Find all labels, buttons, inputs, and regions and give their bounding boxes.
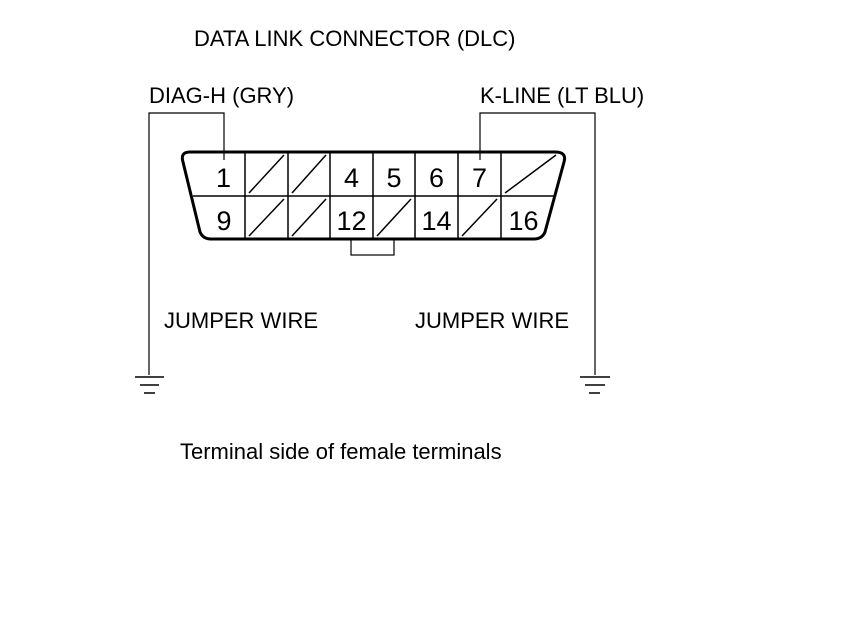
diagram-caption: Terminal side of female terminals [180, 439, 502, 464]
terminal-number-9: 9 [216, 206, 231, 236]
ground-symbol-icon [580, 376, 610, 394]
terminal-number-12: 12 [336, 206, 366, 236]
top-row-dividers [244, 152, 502, 196]
unused-terminal-slash [291, 198, 327, 237]
terminal-number-5: 5 [386, 163, 401, 193]
terminal-number-14: 14 [421, 206, 451, 236]
ground-symbol-icon [135, 376, 164, 394]
connector-key-tab [350, 238, 395, 256]
unused-terminal-slash [248, 154, 285, 194]
bottom-row-dividers [244, 196, 502, 239]
terminal-number-7: 7 [472, 163, 487, 193]
right-jumper-label: JUMPER WIRE [415, 308, 569, 333]
terminal-number-1: 1 [216, 163, 231, 193]
left-jumper-label: JUMPER WIRE [164, 308, 318, 333]
terminal-number-4: 4 [344, 163, 359, 193]
left-wire-label: DIAG-H (GRY) [149, 83, 294, 108]
terminal-number-16: 16 [508, 206, 538, 236]
left-jumper-wire [148, 112, 225, 375]
unused-terminal-slash [461, 198, 498, 237]
right-wire-label: K-LINE (LT BLU) [480, 83, 644, 108]
terminal-number-6: 6 [429, 163, 444, 193]
unused-terminal-slash [376, 198, 412, 237]
unused-terminal-slash [248, 198, 285, 237]
diagram-title: DATA LINK CONNECTOR (DLC) [194, 26, 515, 51]
unused-terminal-slash [291, 154, 327, 194]
unused-terminal-slash [504, 154, 557, 194]
right-jumper-wire [479, 112, 596, 375]
